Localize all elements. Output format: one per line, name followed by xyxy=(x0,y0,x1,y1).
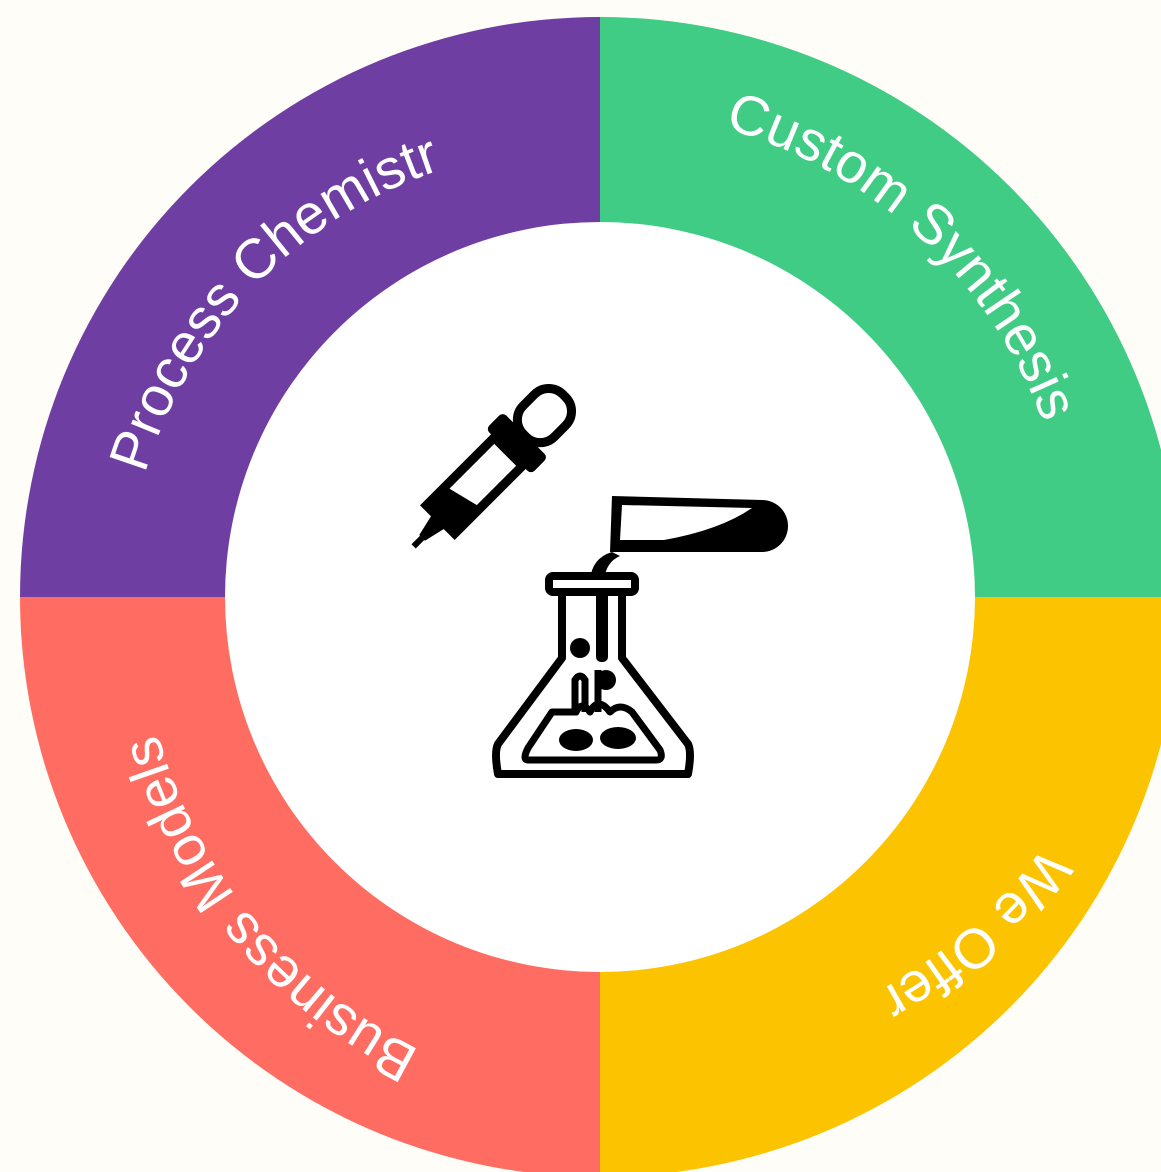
flask-icon xyxy=(492,572,694,778)
dropper-icon xyxy=(411,383,577,549)
chemistry-lab-icon xyxy=(411,383,788,778)
